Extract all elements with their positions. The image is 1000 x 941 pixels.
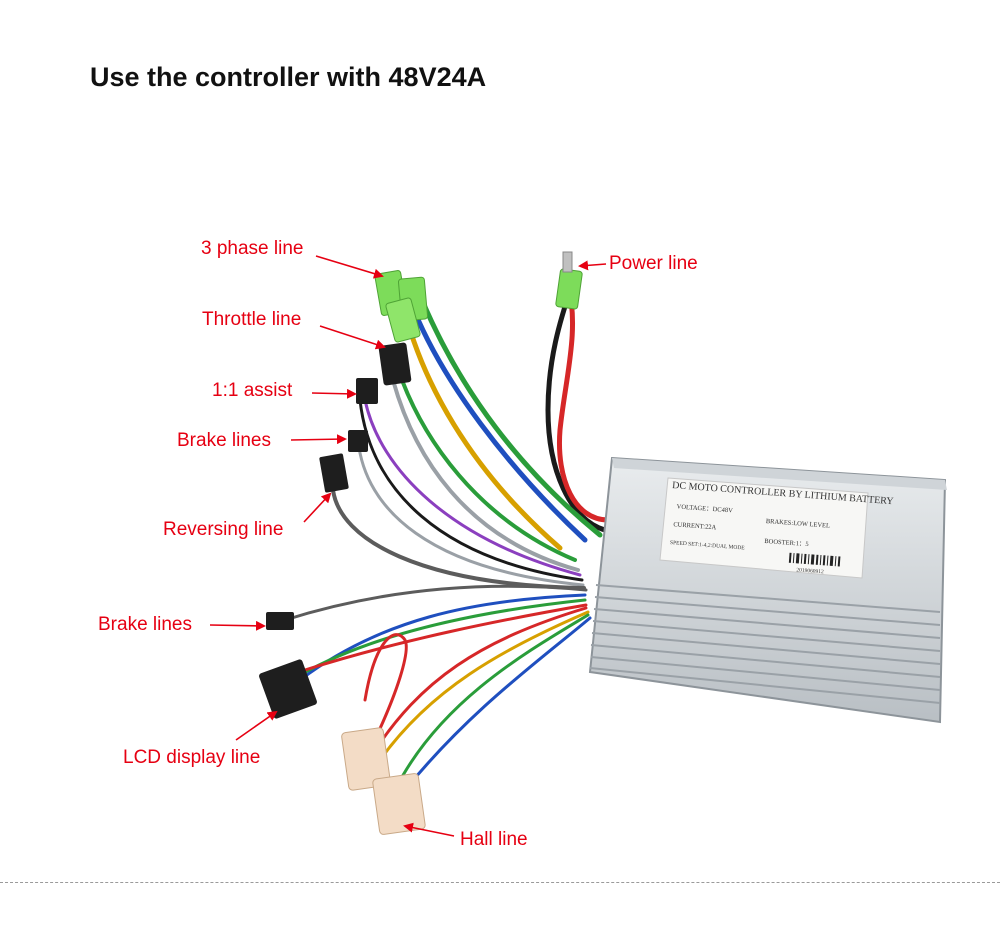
lcd-connector	[259, 659, 317, 719]
sticker-current: CURRENT:22A	[673, 521, 717, 531]
reversing-connector	[319, 453, 349, 493]
label-assist: 1:1 assist	[212, 380, 293, 401]
controller-box: DC MOTO CONTROLLER BY LITHIUM BATTERY VO…	[588, 456, 947, 724]
sticker-serial: 2019060912	[796, 567, 824, 575]
page-title: Use the controller with 48V24A	[90, 62, 487, 92]
sticker-brakes: BRAKES:LOW LEVEL	[766, 518, 831, 530]
label-brake-lines-lower: Brake lines	[98, 614, 192, 635]
label-lcd-display-line: LCD display line	[123, 747, 261, 768]
throttle-connector	[378, 342, 412, 386]
label-throttle-line: Throttle line	[202, 309, 302, 330]
sticker-speed: SPEED SET:1-4,2:DUAL MODE	[670, 540, 746, 552]
barcode	[788, 552, 841, 567]
label-reversing-line: Reversing line	[163, 519, 284, 540]
label-hall-line: Hall line	[460, 829, 528, 850]
label-3-phase-line: 3 phase line	[201, 238, 304, 259]
sticker-booster: BOOSTER:1：5	[764, 538, 809, 548]
assist-connector	[356, 378, 378, 404]
sticker-voltage: VOLTAGE：DC48V	[676, 503, 733, 514]
hall-connectors	[341, 727, 426, 835]
phase-connectors	[374, 270, 429, 343]
power-connector	[555, 251, 583, 310]
wire-bundle	[283, 282, 611, 792]
brake-connector-upper	[348, 430, 368, 452]
annotation-arrows	[209, 255, 607, 837]
label-brake-lines-upper: Brake lines	[177, 430, 271, 451]
brake-connector-lower	[266, 612, 294, 630]
bottom-divider	[0, 882, 1000, 883]
label-power-line: Power line	[609, 253, 698, 274]
